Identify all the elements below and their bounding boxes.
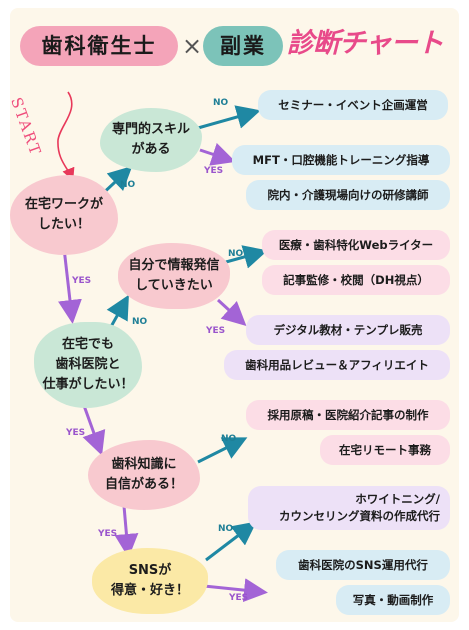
result-whitening-materials: ホワイトニング/ カウンセリング資料の作成代行 — [248, 486, 450, 530]
title-times-sign: × — [182, 32, 203, 60]
arrow-info-to-r6 — [216, 298, 247, 327]
title-diagnosis-chart: 診断チャート — [287, 28, 444, 59]
label-yes-knowledge: YES — [98, 529, 118, 539]
title-pill-side-job: 副業 — [203, 26, 283, 66]
label-yes-info: YES — [206, 326, 226, 336]
result-sns-management: 歯科医院のSNS運用代行 — [276, 550, 450, 580]
label-no-info: NO — [228, 249, 244, 259]
result-photo-video: 写真・動画制作 — [336, 585, 450, 615]
arrow-sns-to-r10 — [205, 521, 257, 562]
question-sns: SNSが 得意・好き！ — [92, 548, 208, 614]
title-pill-dental-hygienist: 歯科衛生士 — [20, 26, 178, 66]
label-yes-sns: YES — [229, 593, 249, 603]
question-send-info: 自分で情報発信 していきたい — [118, 243, 230, 309]
arrow-clinic-to-knowledge — [80, 399, 106, 456]
label-no-clinic: NO — [132, 317, 148, 327]
arrow-info-to-r4 — [225, 245, 268, 269]
result-whitening-line1: ホワイトニング/ — [355, 492, 440, 506]
result-recruitment-articles: 採用原稿・医院紹介記事の制作 — [246, 400, 450, 430]
start-arrow — [57, 91, 75, 181]
question-specialized-skill: 専門的スキル がある — [100, 108, 202, 172]
arrow-remote-to-clinic — [58, 247, 82, 324]
result-article-supervision: 記事監修・校閲（DH視点） — [262, 265, 450, 295]
result-web-writer: 医療・歯科特化Webライター — [262, 230, 450, 260]
label-no-remote: NO — [120, 180, 136, 190]
arrow-skill-to-r2 — [199, 142, 236, 166]
arrow-knowledge-to-r8 — [197, 437, 248, 464]
label-no-knowledge: NO — [221, 434, 237, 444]
result-mft-training: MFT・口腔機能トレーニング指導 — [232, 145, 450, 175]
result-product-review-affiliate: 歯科用品レビュー＆アフィリエイト — [224, 350, 450, 380]
result-digital-materials: デジタル教材・テンプレ販売 — [246, 315, 450, 345]
label-no-skill: NO — [213, 98, 229, 108]
question-dental-knowledge: 歯科知識に 自信がある！ — [88, 440, 200, 510]
arrow-sns-to-r12 — [203, 578, 268, 603]
result-remote-office-work: 在宅リモート事務 — [320, 435, 450, 465]
result-seminar-planning: セミナー・イベント企画運営 — [258, 90, 448, 120]
label-no-sns: NO — [218, 524, 234, 534]
label-yes-remote: YES — [72, 276, 92, 286]
result-whitening-line2: カウンセリング資料の作成代行 — [279, 509, 440, 523]
question-work-with-clinic: 在宅でも 歯科医院と 仕事がしたい！ — [34, 322, 142, 408]
arrow-skill-to-r1 — [197, 105, 261, 130]
arrow-knowledge-to-sns — [114, 505, 139, 558]
label-yes-clinic: YES — [66, 428, 86, 438]
label-yes-skill: YES — [204, 166, 224, 176]
question-remote-work: 在宅ワークが したい！ — [10, 175, 118, 255]
result-training-lecturer: 院内・介護現場向けの研修講師 — [246, 180, 450, 210]
